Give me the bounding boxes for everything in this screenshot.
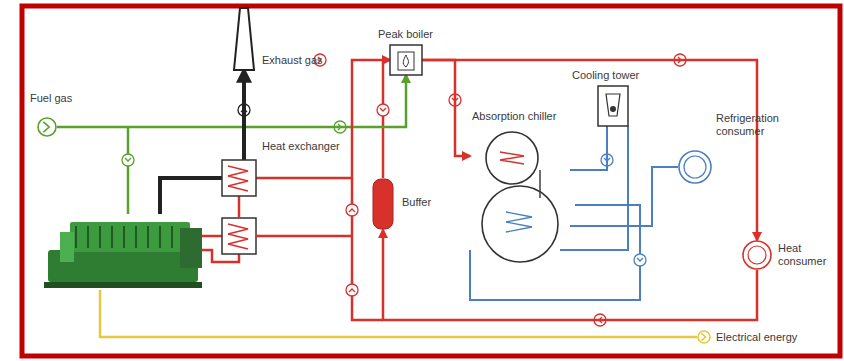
component-label: Heat consumer [778, 242, 836, 268]
electrical-output: Electrical energy [697, 330, 711, 344]
absorption-chiller: Absorption chiller [470, 128, 570, 268]
pipe-connector [570, 126, 607, 170]
fuel-inlet: Fuel gas [37, 117, 57, 137]
pipe-connector [383, 230, 757, 320]
heat-exchanger: Heat exchanger [222, 160, 256, 196]
node-outline [742, 240, 772, 270]
pipe-connector [242, 70, 246, 160]
heat-consumer: Heat consumer [742, 240, 772, 270]
exhaust-stack: Exhaust gas [232, 8, 256, 70]
component-label: Buffer [402, 196, 431, 209]
cooling-tower: Cooling tower [598, 86, 628, 126]
pipe-connector [570, 167, 678, 226]
component-label: Exhaust gas [262, 54, 323, 67]
component-label: Absorption chiller [472, 110, 556, 123]
node-outline [390, 45, 422, 75]
peak-boiler: Peak boiler [390, 45, 422, 75]
pipe-connector [256, 60, 390, 178]
node-outline [697, 330, 711, 344]
component-label: Heat exchanger [262, 140, 340, 153]
node-outline [470, 128, 570, 268]
node-outline [232, 8, 256, 70]
component-label: Peak boiler [378, 28, 433, 41]
buffer-tank: Buffer [372, 178, 394, 230]
node-outline [222, 160, 256, 196]
pipe-connector [422, 60, 470, 156]
component-label: Fuel gas [30, 92, 72, 105]
node-outline [372, 178, 394, 230]
refrigeration-consumer: Refrigeration consumer [678, 150, 712, 184]
node-outline [598, 86, 628, 126]
pipe-connector [57, 75, 406, 127]
component-label: Cooling tower [572, 69, 639, 82]
node-outline [37, 117, 57, 137]
component-label: Refrigeration consumer [716, 112, 798, 138]
component-label: Electrical energy [716, 331, 797, 344]
pipe-connector [422, 60, 757, 240]
node-outline [678, 150, 712, 184]
